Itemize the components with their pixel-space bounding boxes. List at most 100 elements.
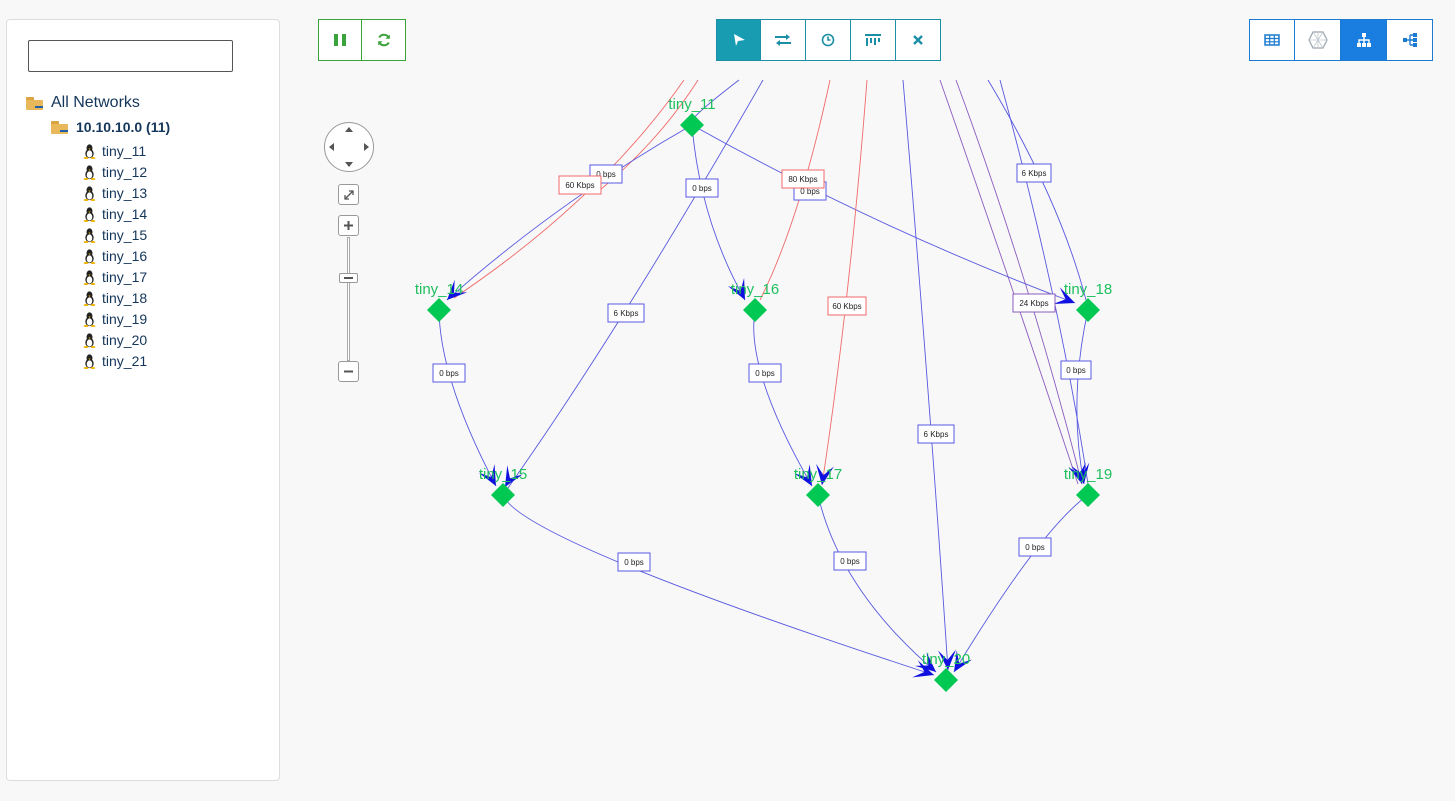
refresh-button[interactable]	[362, 19, 406, 61]
link-arrowhead	[914, 652, 936, 672]
zoom-slider-track[interactable]	[347, 237, 350, 361]
tree-item-host[interactable]: tiny_21	[83, 353, 147, 369]
graph-link[interactable]	[691, 124, 1076, 304]
link-bandwidth-label: 6 Kbps	[614, 309, 639, 318]
graph-link[interactable]	[987, 79, 1087, 301]
pause-button[interactable]	[318, 19, 362, 61]
graph-link[interactable]	[438, 309, 497, 487]
tree-item-host[interactable]: tiny_11	[83, 143, 146, 159]
graph-link[interactable]	[446, 124, 693, 301]
tree-icon	[1402, 33, 1417, 47]
link-bandwidth-label: 0 bps	[755, 369, 775, 378]
tree-item-network[interactable]: 10.10.10.0 (11)	[51, 119, 170, 135]
network-node[interactable]	[806, 483, 830, 507]
tree-item-host[interactable]: tiny_13	[83, 185, 147, 201]
graph-link[interactable]	[753, 309, 813, 487]
linux-icon	[83, 227, 96, 243]
table-view-button[interactable]	[1249, 19, 1295, 61]
select-mode-button[interactable]	[716, 19, 761, 61]
link-bandwidth-label: 6 Kbps	[924, 430, 949, 439]
tree-item-all-networks[interactable]: All Networks	[26, 94, 140, 112]
network-node[interactable]	[1076, 483, 1100, 507]
network-node[interactable]	[491, 483, 515, 507]
network-node[interactable]	[680, 113, 704, 137]
link-bandwidth-label: 0 bps	[1025, 543, 1045, 552]
graph-link[interactable]	[817, 494, 937, 673]
minus-icon	[344, 370, 353, 373]
tree-item-host[interactable]: tiny_12	[83, 164, 147, 180]
tree-item-host[interactable]: tiny_17	[83, 269, 147, 285]
graph-link[interactable]	[502, 494, 935, 676]
tree-item-host[interactable]: tiny_18	[83, 290, 147, 306]
host-label: tiny_18	[102, 290, 148, 306]
linux-icon	[83, 269, 96, 285]
link-label-box	[1012, 293, 1056, 313]
link-label-box	[617, 552, 651, 572]
hexagon-icon	[1307, 31, 1328, 49]
graph-link[interactable]	[939, 79, 1079, 485]
tree-item-host[interactable]: tiny_19	[83, 311, 147, 327]
tree-item-host[interactable]: tiny_14	[83, 206, 147, 222]
node-label: tiny_16	[731, 281, 779, 298]
linux-icon	[83, 290, 96, 306]
link-arrowhead	[954, 650, 973, 672]
minus-icon	[344, 277, 353, 279]
tree-item-host[interactable]: tiny_16	[83, 248, 147, 264]
graph-link[interactable]	[902, 79, 949, 671]
sidebar-panel	[6, 19, 280, 781]
network-node[interactable]	[934, 668, 958, 692]
link-label-box	[685, 178, 719, 198]
link-arrowhead	[816, 463, 834, 485]
graph-link[interactable]	[999, 79, 1089, 485]
plus-icon	[344, 221, 353, 230]
tree-root-label: All Networks	[51, 94, 140, 111]
link-label-box	[1060, 360, 1092, 380]
zoom-out-button[interactable]	[338, 361, 359, 382]
link-bandwidth-label: 0 bps	[624, 558, 644, 567]
tree-item-host[interactable]: tiny_20	[83, 332, 147, 348]
filter-button[interactable]	[851, 19, 896, 61]
link-bandwidth-label: 24 Kbps	[1019, 299, 1048, 308]
host-label: tiny_16	[102, 248, 148, 264]
exchange-button[interactable]	[761, 19, 806, 61]
link-label-box	[781, 169, 825, 189]
network-node[interactable]	[743, 298, 767, 322]
zoom-in-button[interactable]	[338, 215, 359, 236]
host-label: tiny_14	[102, 206, 148, 222]
link-arrowhead	[1068, 462, 1086, 484]
close-icon	[913, 35, 923, 45]
expand-icon	[343, 189, 354, 200]
link-bandwidth-label: 0 bps	[800, 187, 820, 196]
node-label: tiny_17	[794, 466, 842, 483]
link-bandwidth-label: 60 Kbps	[565, 181, 594, 190]
graph-link[interactable]	[759, 79, 831, 301]
linux-icon	[83, 353, 96, 369]
graph-link[interactable]	[955, 79, 1083, 485]
fit-view-button[interactable]	[338, 184, 359, 205]
clock-button[interactable]	[806, 19, 851, 61]
node-label: tiny_18	[1064, 281, 1112, 298]
graph-link[interactable]	[821, 79, 868, 486]
graph-link[interactable]	[953, 494, 1089, 673]
host-label: tiny_13	[102, 185, 148, 201]
hexagon-view-button[interactable]	[1295, 19, 1341, 61]
clock-icon	[821, 33, 835, 47]
link-arrowhead	[447, 279, 468, 300]
tree-view-button[interactable]	[1387, 19, 1433, 61]
close-button[interactable]	[896, 19, 941, 61]
link-bandwidth-label: 6 Kbps	[1022, 169, 1047, 178]
graph-link[interactable]	[691, 124, 746, 301]
link-label-box	[1016, 163, 1052, 183]
network-node[interactable]	[1076, 298, 1100, 322]
tree-item-host[interactable]: tiny_15	[83, 227, 147, 243]
linux-icon	[83, 332, 96, 348]
network-node[interactable]	[427, 298, 451, 322]
graph-link[interactable]	[1076, 309, 1089, 485]
linux-icon	[83, 164, 96, 180]
search-input[interactable]	[28, 40, 233, 72]
hierarchy-view-button[interactable]	[1341, 19, 1387, 61]
host-label: tiny_12	[102, 164, 148, 180]
pan-control[interactable]	[324, 122, 374, 172]
zoom-slider-handle[interactable]	[339, 273, 358, 283]
